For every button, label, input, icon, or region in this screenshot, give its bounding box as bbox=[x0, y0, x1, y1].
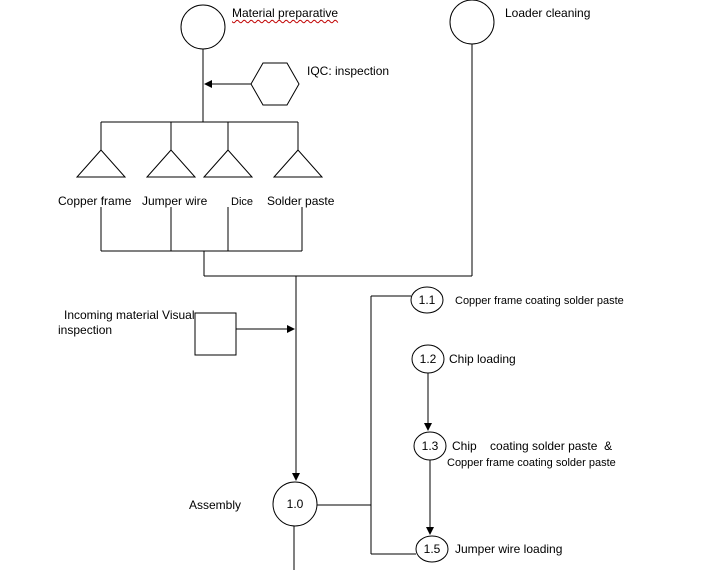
step-1-3-label: Chip coating solder paste & bbox=[452, 439, 613, 453]
step-1-2-label: Chip loading bbox=[449, 352, 516, 366]
assembly-label: Assembly bbox=[189, 498, 242, 512]
jumper-wire-triangle bbox=[145, 149, 197, 178]
dice-triangle bbox=[202, 149, 254, 178]
dice-label: Dice bbox=[231, 196, 254, 208]
copper-frame-label: Copper frame bbox=[58, 194, 132, 208]
solder-paste-label: Solder paste bbox=[267, 194, 335, 208]
incoming-inspection-box bbox=[194, 312, 237, 356]
jumper-wire-label: Jumper wire bbox=[142, 194, 208, 208]
material-preparative-label: Material preparative bbox=[232, 6, 339, 20]
step-1-1-label: Copper frame coating solder paste bbox=[455, 295, 624, 307]
step-1-2-number: 1.2 bbox=[419, 352, 437, 366]
step-1-5-number: 1.5 bbox=[423, 542, 441, 556]
step-1-5-node bbox=[415, 535, 449, 563]
material-preparative-node bbox=[180, 4, 226, 50]
step-1-1-node bbox=[410, 286, 444, 314]
loader-cleaning-node bbox=[449, 0, 495, 45]
copper-frame-triangle bbox=[75, 149, 127, 178]
step-1-3-label-line2: Copper frame coating solder paste bbox=[447, 457, 616, 469]
solder-paste-triangle bbox=[272, 149, 324, 178]
step-1-3-number: 1.3 bbox=[421, 439, 439, 453]
iqc-inspection-label: IQC: inspection bbox=[307, 64, 390, 78]
step-1-5-label: Jumper wire loading bbox=[455, 542, 563, 556]
step-1-1-number: 1.1 bbox=[418, 293, 436, 307]
assembly-node bbox=[272, 481, 318, 527]
assembly-number: 1.0 bbox=[286, 497, 304, 511]
incoming-inspection-line1: Incoming material Visual bbox=[64, 308, 195, 322]
loader-cleaning-label: Loader cleaning bbox=[505, 6, 591, 20]
iqc-inspection-hexagon bbox=[250, 62, 300, 106]
incoming-inspection-line2: inspection bbox=[58, 323, 113, 337]
